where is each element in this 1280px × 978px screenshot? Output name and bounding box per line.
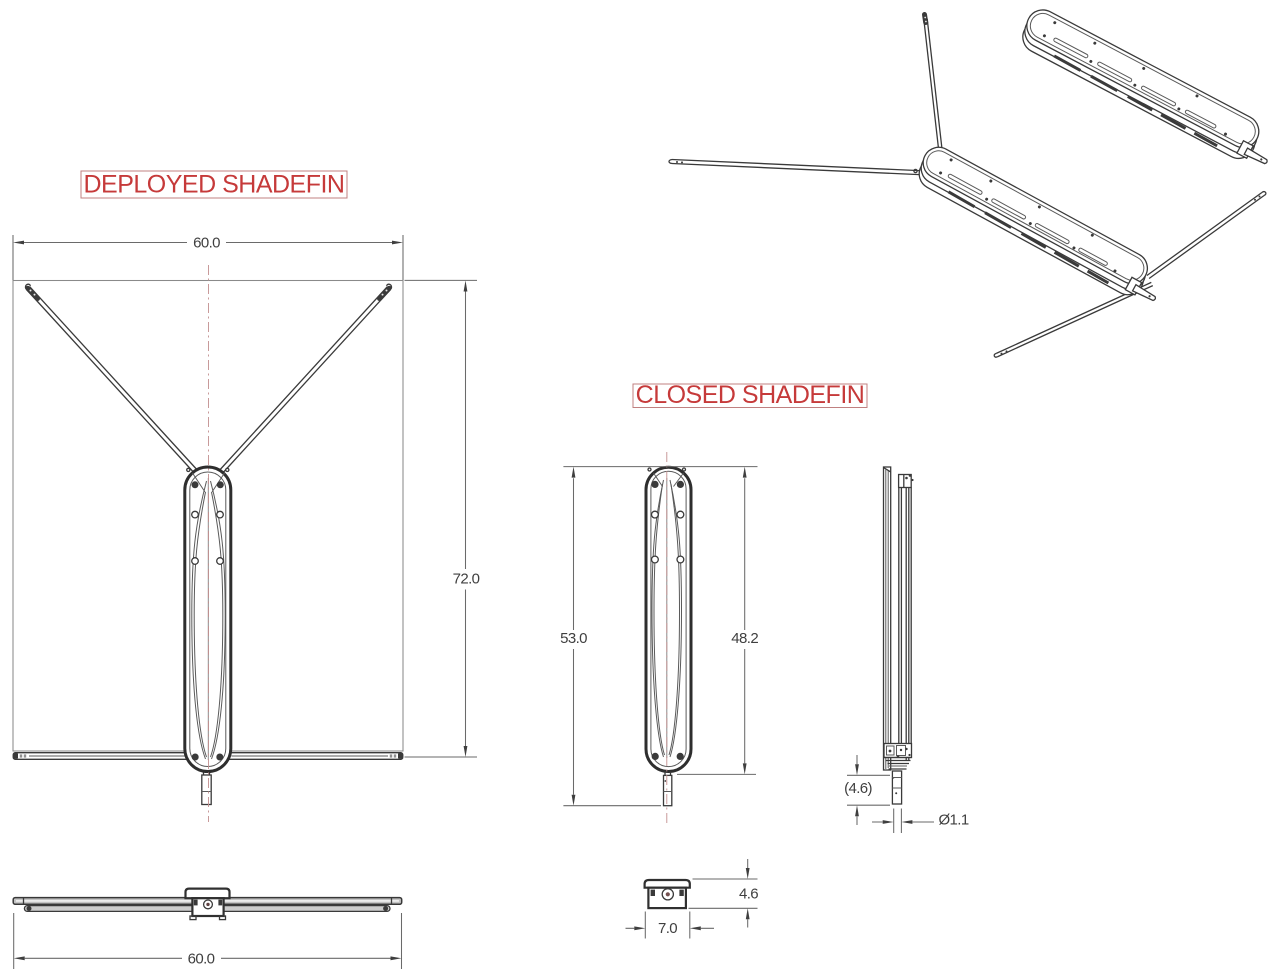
svg-text:(4.6): (4.6) (844, 780, 872, 797)
svg-text:DEPLOYED SHADEFIN: DEPLOYED SHADEFIN (83, 171, 344, 199)
svg-text:60.0: 60.0 (193, 235, 220, 252)
svg-text:60.0: 60.0 (188, 950, 215, 967)
svg-text:72.0: 72.0 (453, 571, 480, 588)
svg-text:4.6: 4.6 (739, 886, 758, 903)
svg-text:7.0: 7.0 (658, 920, 677, 937)
svg-text:Ø1.1: Ø1.1 (938, 812, 968, 829)
svg-text:53.0: 53.0 (560, 630, 587, 647)
svg-text:CLOSED SHADEFIN: CLOSED SHADEFIN (636, 381, 865, 409)
svg-text:48.2: 48.2 (731, 630, 758, 647)
